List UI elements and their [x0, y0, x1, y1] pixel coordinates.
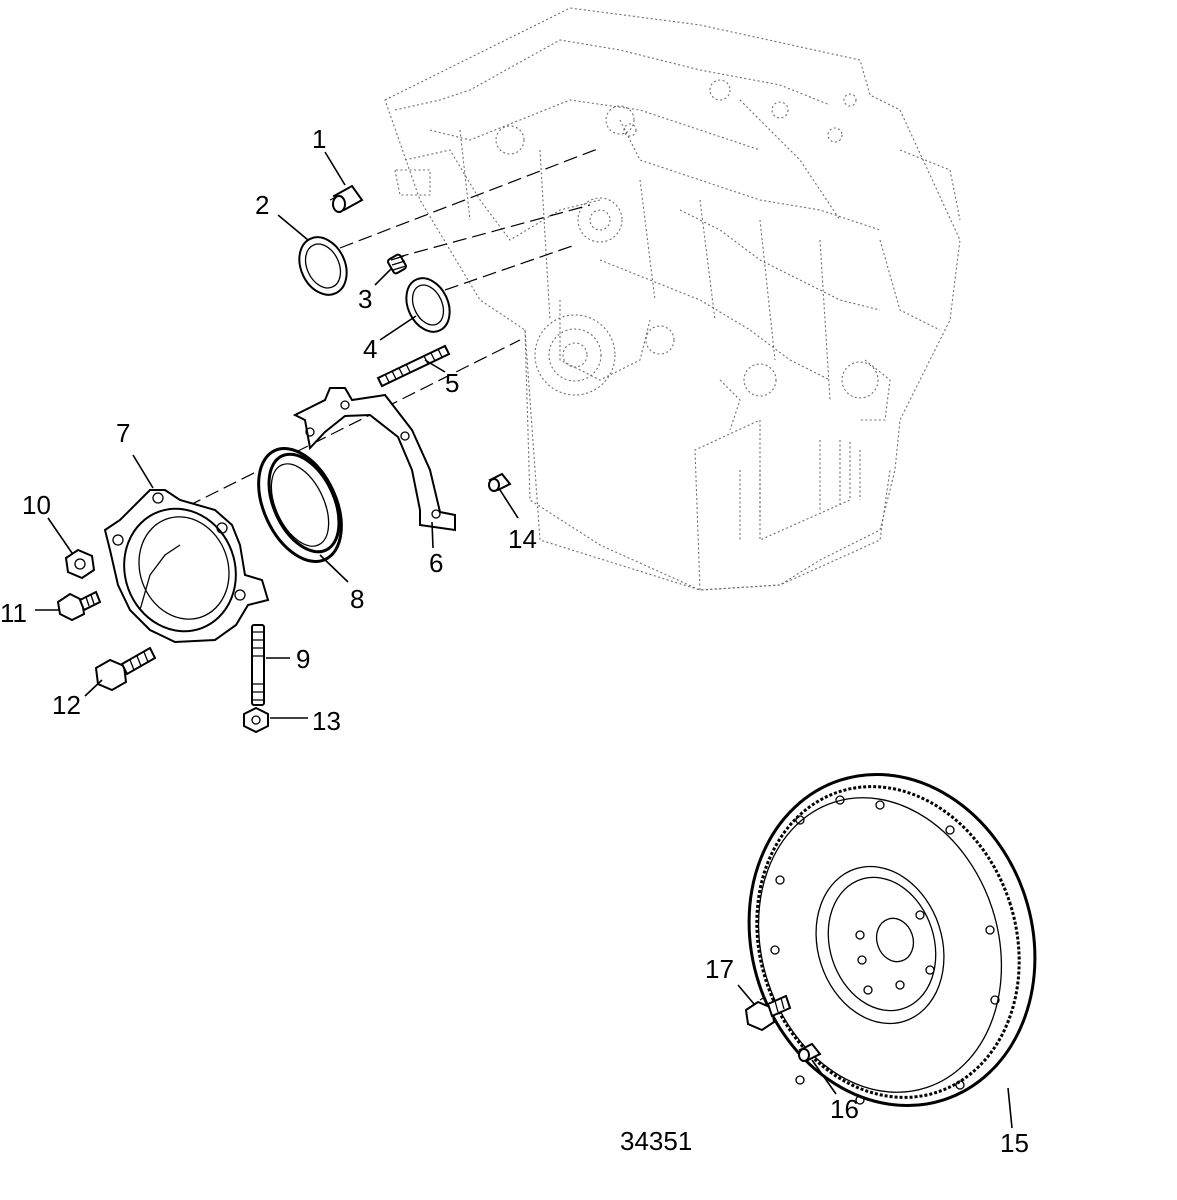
callout-15: 15: [1000, 1128, 1029, 1158]
threaded-stud-part-5: [376, 344, 451, 388]
callout-4: 4: [363, 334, 377, 364]
leader-lines: [35, 151, 1013, 1129]
callout-16: 16: [830, 1094, 859, 1124]
bolt-part-12: [94, 646, 157, 692]
engine-block-ghost: [384, 7, 961, 591]
stud-part-9: [251, 624, 265, 706]
callout-13: 13: [312, 706, 341, 736]
nut-part-10: [64, 548, 96, 580]
gasket-part-6: [292, 387, 456, 532]
seal-housing-part-7: [103, 489, 270, 644]
callout-14: 14: [508, 524, 537, 554]
callout-1: 1: [312, 124, 326, 154]
callout-7: 7: [116, 418, 130, 448]
rear-main-seal-part-8: [257, 447, 343, 563]
seal-ring-part-2: [298, 236, 348, 296]
bolt-part-11: [56, 590, 102, 622]
callout-8: 8: [350, 584, 364, 614]
callout-17: 17: [705, 954, 734, 984]
seal-ring-part-4: [405, 277, 451, 333]
flywheel-part-15: [747, 772, 1037, 1108]
callout-3: 3: [358, 284, 372, 314]
callout-5: 5: [445, 368, 459, 398]
figure-number: 34351: [620, 1126, 692, 1156]
callout-labels: 1 2 3 4 5 6 7 8 9 10 11 12 13 14 15 16 1…: [0, 124, 1029, 1158]
callout-10: 10: [22, 490, 51, 520]
callout-11: 11: [0, 598, 27, 628]
callout-6: 6: [429, 548, 443, 578]
dowel-part-16: [798, 1042, 822, 1062]
dowel-pin-part-14: [488, 472, 512, 492]
callout-9: 9: [296, 644, 310, 674]
dowel-pin-part-1: [332, 184, 364, 213]
callout-12: 12: [52, 690, 81, 720]
nut-part-13: [243, 706, 269, 734]
flywheel-bolt-part-17: [744, 994, 792, 1032]
fitting-part-3: [387, 253, 407, 275]
callout-2: 2: [255, 190, 269, 220]
